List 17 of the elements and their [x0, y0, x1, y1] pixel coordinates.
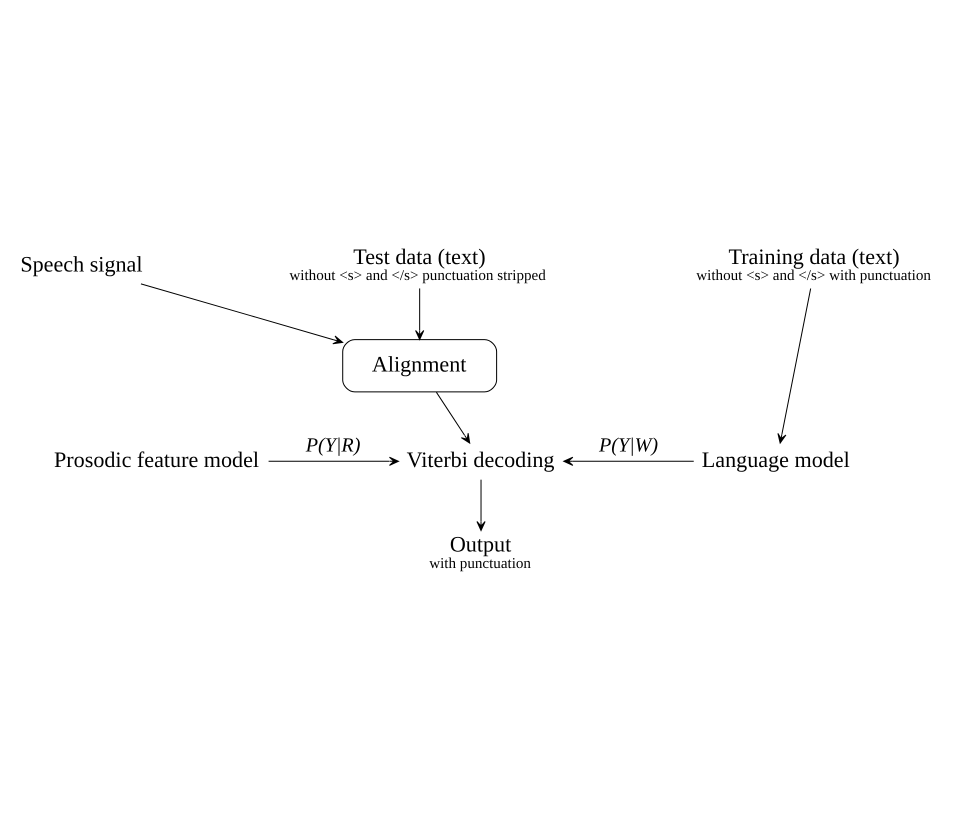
arrow: [436, 392, 470, 444]
edge-label: P(Y|W): [598, 434, 658, 456]
node-text: Language model: [702, 446, 850, 472]
node-text: Prosodic feature model: [54, 446, 260, 472]
node-text: Viterbi decoding: [406, 446, 554, 472]
arrow: [268, 456, 400, 466]
node-text: Output with punctuation: [429, 530, 531, 572]
node-text: Training data (text) without <s> and </s> with punctuation: [696, 243, 931, 284]
node-box: Alignment: [342, 338, 498, 392]
arrow: [476, 479, 486, 531]
arrow: [140, 282, 344, 344]
arrow: [563, 456, 694, 466]
arrow: [777, 288, 812, 444]
arrow: [415, 288, 424, 340]
edge-label: P(Y|R): [306, 434, 360, 456]
node-text: Test data (text) without <s> and </s> punctuation stripped: [289, 243, 546, 284]
node-text: Speech signal: [20, 250, 143, 276]
